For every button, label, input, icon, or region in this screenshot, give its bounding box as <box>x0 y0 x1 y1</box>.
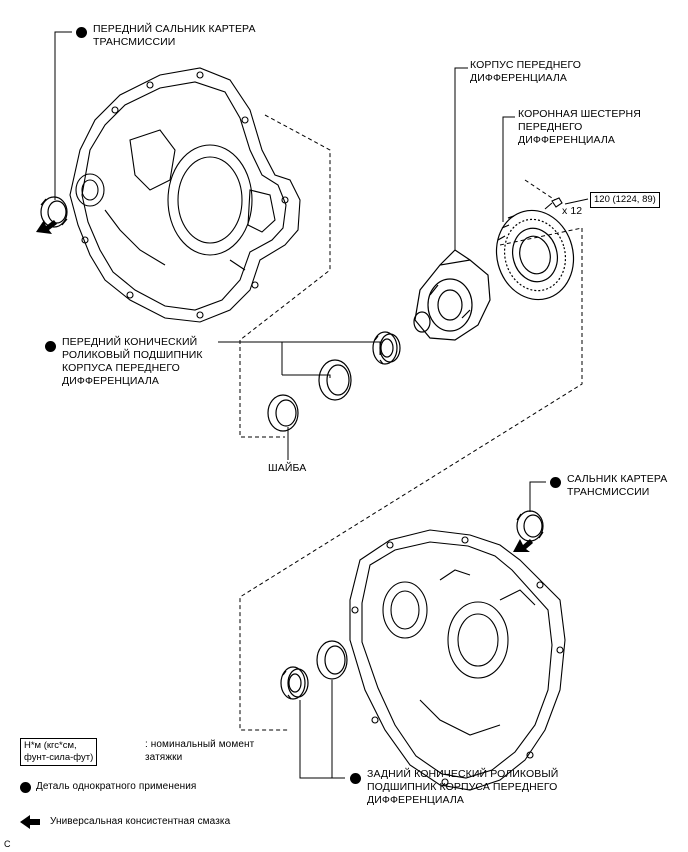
figure-code: C <box>4 839 11 849</box>
rear-tapered-roller-bearing <box>280 666 309 700</box>
front-oil-seal <box>40 196 68 228</box>
dashed-guide-upper <box>239 114 331 341</box>
label-diff-case: КОРПУС ПЕРЕДНЕГО ДИФФЕРЕНЦИАЛА <box>470 59 582 84</box>
washer-shape <box>267 394 299 432</box>
leader-diff-case <box>454 67 468 250</box>
label-case-oil-seal: САЛЬНИК КАРТЕРА ТРАНСМИССИИ <box>567 473 668 498</box>
legend-non-reusable-dot <box>20 782 31 793</box>
legend-torque-desc: : номинальный момент затяжки <box>145 739 255 763</box>
legend-torque-unit-box: Н*м (кгс*см, фунт-сила-фут) <box>20 738 98 766</box>
front-bearing-outer-race <box>318 359 352 401</box>
label-ring-gear: КОРОННАЯ ШЕСТЕРНЯ ПЕРЕДНЕГО ДИФФЕРЕНЦИАЛ… <box>518 108 641 146</box>
transaxle-housing-front <box>69 67 301 323</box>
non-reusable-dot-rear-bearing <box>350 773 361 784</box>
label-rear-bearing: ЗАДНИЙ КОНИЧЕСКИЙ РОЛИКОВЫЙ ПОДШИПНИК КО… <box>367 768 559 806</box>
transaxle-case-rear <box>349 529 566 791</box>
dashed-guide-left <box>239 340 285 438</box>
bolt <box>544 197 563 210</box>
front-tapered-roller-bearing <box>372 331 401 365</box>
leader-case-oil-seal <box>529 481 546 512</box>
grease-arrow-front <box>36 220 57 234</box>
label-washer: ШАЙБА <box>268 462 307 474</box>
ring-gear <box>495 209 575 301</box>
bolt-count: x 12 <box>562 205 583 217</box>
differential-case <box>413 249 491 341</box>
leader-ring-gear <box>502 116 515 222</box>
torque-value-box: 120 (1224, 89) <box>590 192 660 208</box>
rear-bearing-outer-race <box>316 640 348 680</box>
dashed-guide-right <box>239 228 583 731</box>
leader-front-bearing <box>218 341 381 355</box>
legend-non-reusable-text: Деталь однократного применения <box>36 781 197 792</box>
label-front-bearing: ПЕРЕДНИЙ КОНИЧЕСКИЙ РОЛИКОВЫЙ ПОДШИПНИК … <box>62 336 203 387</box>
legend-grease-text: Универсальная консистентная смазка <box>50 816 231 827</box>
grease-arrow-legend <box>20 815 40 829</box>
label-front-oil-seal: ПЕРЕДНИЙ САЛЬНИК КАРТЕРА ТРАНСМИССИИ <box>93 23 256 48</box>
non-reusable-dot-front-seal <box>76 27 87 38</box>
case-oil-seal <box>516 510 544 542</box>
grease-arrow-case <box>513 539 533 552</box>
non-reusable-dot-case-seal <box>550 477 561 488</box>
leader-front-oil-seal <box>54 31 72 200</box>
non-reusable-dot-front-bearing <box>45 341 56 352</box>
